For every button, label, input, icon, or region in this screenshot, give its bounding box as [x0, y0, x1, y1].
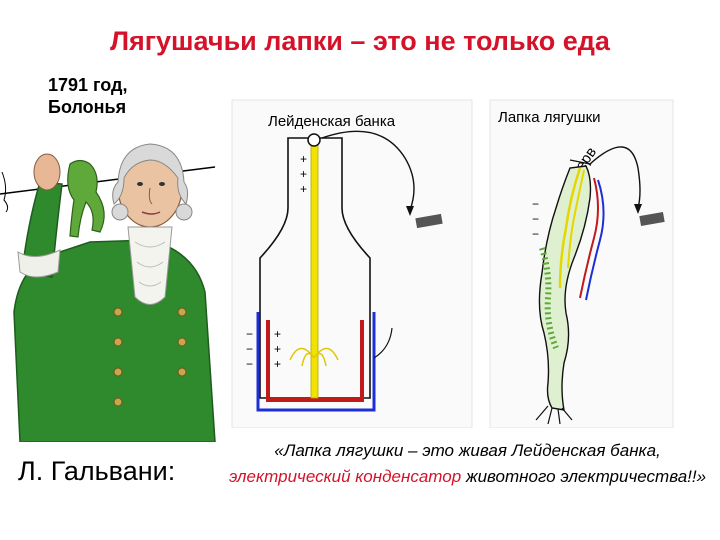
svg-text:−: −	[246, 342, 253, 356]
galvani-portrait	[0, 143, 216, 442]
svg-text:−: −	[532, 212, 539, 226]
leyden-jar-label: Лейденская банка	[268, 113, 396, 130]
quote-highlight: электрический конденсатор	[228, 467, 462, 486]
svg-text:−: −	[532, 197, 539, 211]
svg-text:−: −	[532, 227, 539, 241]
quote-part1: «Лапка лягушки – это живая Лейденская ба…	[274, 441, 661, 460]
place-date-line1: 1791 год,	[48, 75, 128, 95]
svg-text:+: +	[300, 152, 307, 166]
svg-text:+: +	[274, 357, 281, 371]
person-name: Л. Гальвани:	[18, 456, 176, 486]
leyden-jar-diagram: Лейденская банка Лапка лягушки нерв + + …	[231, 99, 674, 428]
galvani-quote: «Лапка лягушки – это живая Лейденская ба…	[220, 438, 715, 490]
quote-part3: животного электричества!!»	[461, 467, 707, 486]
frog-leg-label: Лапка лягушки	[498, 109, 601, 126]
page-title: Лягушачьи лапки – это не только еда	[110, 26, 610, 56]
svg-text:+: +	[300, 167, 307, 181]
svg-text:−: −	[246, 327, 253, 341]
place-date-caption: 1791 год, Болонья	[48, 74, 128, 118]
svg-text:+: +	[274, 327, 281, 341]
svg-text:+: +	[274, 342, 281, 356]
svg-text:+: +	[300, 182, 307, 196]
place-date-line2: Болонья	[48, 97, 127, 117]
svg-text:−: −	[246, 357, 253, 371]
